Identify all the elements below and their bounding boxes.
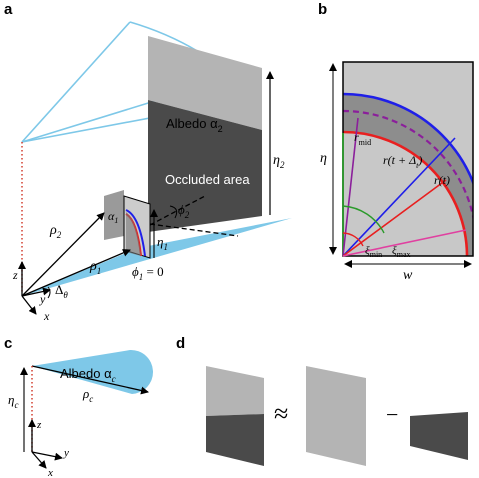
axes-c bbox=[28, 419, 63, 469]
rho-c-arrow bbox=[31, 365, 149, 395]
panel-b: b rmid r(t + Δt) r(t) ξmin ξmax η w bbox=[318, 1, 474, 283]
panel-d: d ≈ − bbox=[176, 335, 468, 466]
delta-theta-arc bbox=[47, 286, 51, 299]
dark-panel bbox=[410, 412, 468, 460]
xi-max-arc bbox=[342, 205, 385, 234]
panel-b-label: b bbox=[318, 1, 327, 18]
blue-arc bbox=[343, 92, 473, 186]
panel-c: c Albedo αc ρc ηc z y x bbox=[4, 335, 154, 478]
small-blue-curve bbox=[125, 209, 146, 257]
rho-c-label: ρc bbox=[82, 386, 93, 404]
minus-symbol: − bbox=[386, 402, 398, 427]
combined-light-part bbox=[206, 366, 264, 416]
z-axis-c-label: z bbox=[36, 419, 42, 431]
x-axis-c-label: x bbox=[47, 467, 53, 478]
delta-theta-label: Δθ bbox=[55, 282, 68, 300]
small-back-panel bbox=[104, 190, 124, 240]
panel-a-label: a bbox=[4, 1, 13, 18]
x-axis-label: x bbox=[43, 309, 50, 323]
rho2-arrow bbox=[21, 212, 105, 297]
y-axis-label: y bbox=[39, 292, 46, 306]
rho2-label: ρ2 bbox=[49, 223, 62, 240]
full-light-panel bbox=[306, 366, 366, 466]
xi-min-arc bbox=[342, 232, 364, 247]
panel-c-label: c bbox=[4, 335, 12, 352]
phi2-arc bbox=[169, 205, 178, 219]
blue-ray bbox=[342, 137, 456, 257]
dashed-line-1 bbox=[149, 223, 239, 237]
eta2-label: η2 bbox=[273, 153, 285, 170]
r-t-delta-label: r(t + Δt) bbox=[383, 153, 422, 170]
axes-a bbox=[18, 261, 51, 315]
panel-d-label: d bbox=[176, 335, 185, 352]
magenta-ray bbox=[342, 229, 467, 257]
dashed-line-2 bbox=[149, 195, 206, 226]
r-mid-label: rmid bbox=[354, 130, 371, 147]
r-t-label: r(t) bbox=[434, 173, 450, 187]
albedo-c-wedge bbox=[32, 349, 154, 394]
xi-min-label: ξmin bbox=[365, 245, 382, 259]
occluded-panel bbox=[148, 100, 262, 232]
occluded-label: Occluded area bbox=[165, 172, 250, 187]
ground-triangle bbox=[22, 218, 292, 296]
panel-a: a Albedo α2 Occluded area η2 ϕ2 α1 bbox=[4, 1, 292, 323]
eta1-label: η1 bbox=[157, 234, 168, 252]
rho1-arrow bbox=[21, 249, 131, 297]
w-label: w bbox=[403, 268, 413, 283]
rho1-label: ρ1 bbox=[89, 259, 101, 276]
albedo-panel bbox=[148, 36, 262, 130]
eta-c-label: ηc bbox=[8, 392, 18, 410]
xi-max-label: ξmax bbox=[392, 245, 411, 259]
approx-symbol: ≈ bbox=[274, 399, 288, 428]
phi2-label: ϕ2 bbox=[178, 202, 190, 220]
eta-label: η bbox=[320, 151, 327, 166]
y-axis-c-label: y bbox=[63, 447, 69, 459]
small-shaded-area bbox=[126, 212, 141, 256]
z-axis-label: z bbox=[12, 268, 18, 282]
red-ray bbox=[342, 179, 447, 257]
alpha1-label: α1 bbox=[108, 209, 118, 225]
albedo-label: Albedo α2 bbox=[166, 116, 223, 134]
combined-dark-part bbox=[206, 414, 264, 466]
phi1-label: ϕ1 = 0 bbox=[132, 264, 164, 282]
albedo-c-label: Albedo αc bbox=[60, 366, 116, 384]
